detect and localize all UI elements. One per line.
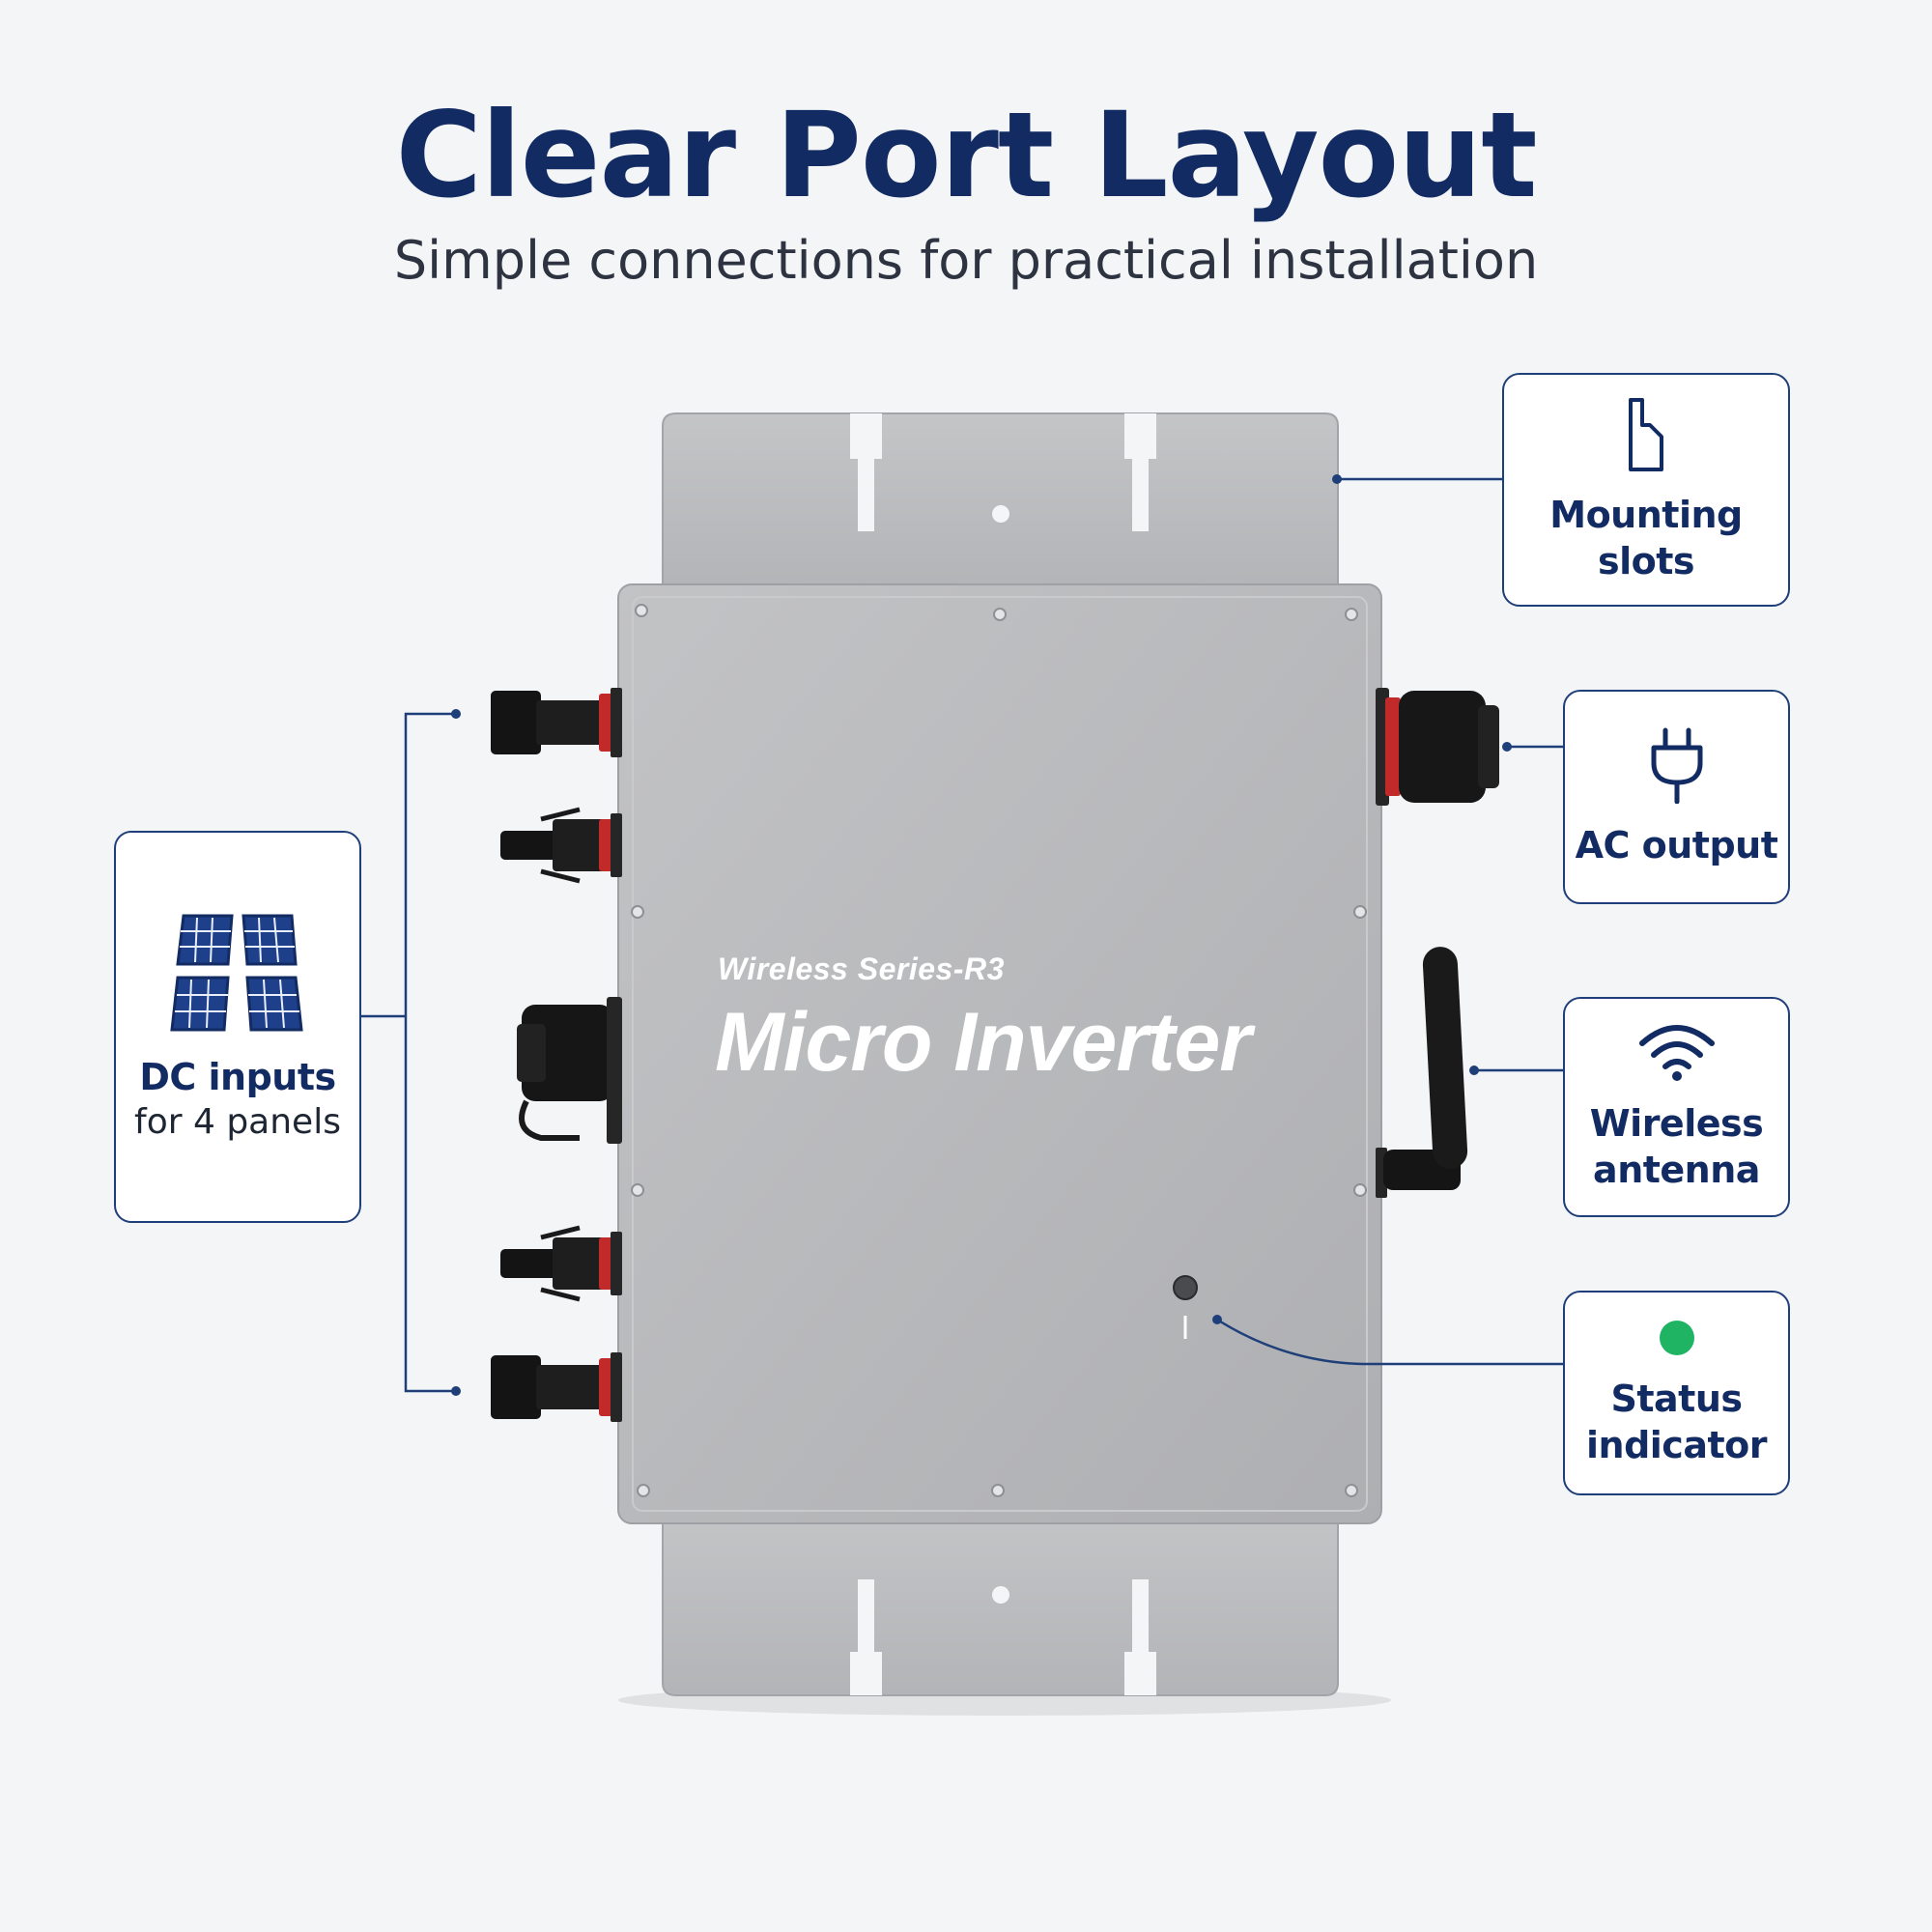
- status-indicator-label-line2: indicator: [1586, 1423, 1767, 1466]
- callout-ac-output: AC output: [1563, 690, 1790, 904]
- ac-output-label: AC output: [1575, 823, 1778, 867]
- wireless-antenna-label-line1: Wireless: [1589, 1101, 1764, 1145]
- status-indicator-label-line1: Status: [1610, 1377, 1743, 1420]
- device-name-label: Micro Inverter: [715, 996, 1252, 1089]
- page-subtitle: Simple connections for practical install…: [393, 230, 1539, 291]
- mounting-slots-label-line2: slots: [1597, 539, 1695, 582]
- dc-connector-3: [517, 997, 622, 1144]
- ac-output-connector: [1376, 688, 1499, 806]
- bottom-mounting-plate: [662, 1506, 1339, 1696]
- solar-panels-icon: [170, 910, 305, 1040]
- mounting-slots-label-line1: Mounting: [1549, 493, 1743, 536]
- callout-wireless-antenna: Wireless antenna: [1563, 997, 1790, 1217]
- housing-screws: [631, 604, 1367, 1497]
- status-led: [1173, 1275, 1198, 1339]
- leader-lines: [361, 477, 1563, 1393]
- device-series-label: Wireless Series-R3: [718, 952, 1005, 986]
- dc-inputs-sublabel: for 4 panels: [134, 1101, 341, 1142]
- dc-connector-2: [500, 807, 622, 884]
- leader-dots: [451, 474, 1512, 1396]
- plug-icon: [1650, 726, 1704, 809]
- wireless-antenna-label-line2: antenna: [1593, 1148, 1760, 1191]
- wifi-icon: [1638, 1022, 1716, 1087]
- wireless-antenna: [1376, 947, 1468, 1198]
- dc-connector-4: [500, 1225, 622, 1302]
- callout-mounting-slots: Mounting slots: [1502, 373, 1790, 607]
- status-dot-icon: [1658, 1319, 1696, 1362]
- dc-connector-1: [491, 688, 622, 757]
- page-title: Clear Port Layout: [395, 87, 1537, 224]
- top-mounting-plate: [662, 412, 1339, 590]
- dc-connector-5: [491, 1352, 622, 1422]
- dc-inputs-label: DC inputs: [139, 1055, 336, 1098]
- callout-dc-inputs: DC inputs for 4 panels: [114, 831, 361, 1223]
- callout-status-indicator: Status indicator: [1563, 1291, 1790, 1495]
- mounting-slot-icon: [1625, 396, 1667, 478]
